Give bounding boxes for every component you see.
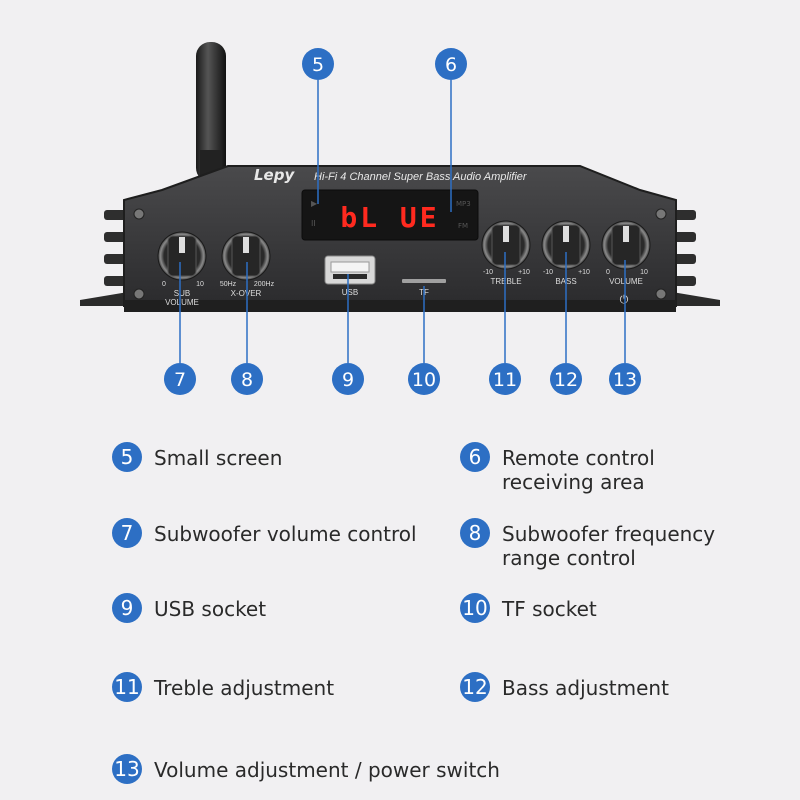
callout-badge-10	[408, 363, 440, 395]
x-over-min-label: 50Hz	[220, 281, 237, 288]
small-screen: ▶ II MP3 FM bL UE	[301, 189, 479, 241]
callout-number-13: 13	[613, 369, 637, 391]
legend-badge: 12	[460, 672, 490, 702]
legend-badge: 10	[460, 593, 490, 623]
treble-min-label: -10	[483, 269, 493, 276]
device-title: Hi-Fi 4 Channel Super Bass Audio Amplifi…	[314, 171, 528, 183]
legend-text: Treble adjustment	[154, 676, 335, 700]
antenna	[196, 42, 226, 184]
legend-badge: 9	[112, 593, 142, 623]
mp3-indicator: MP3	[456, 200, 471, 208]
callout-badge-11	[489, 363, 521, 395]
legend-badge: 8	[460, 518, 490, 548]
legend-item-11: 11 Treble adjustment	[112, 672, 335, 702]
x-over-max-label: 200Hz	[254, 281, 275, 288]
sub-volume-max-label: 10	[196, 281, 204, 288]
sub-volume-knob[interactable]	[157, 231, 207, 281]
callout-group: 5 6 7 8 9 10 11 12 13	[164, 48, 641, 395]
treble-name-label: TREBLE	[490, 277, 521, 286]
volume-min-label: 0	[606, 269, 610, 276]
legend-item-7: 7 Subwoofer volume control	[112, 518, 417, 548]
legend-item-6: 6 Remote control receiving area	[460, 442, 655, 494]
callout-badge-13	[609, 363, 641, 395]
usb-socket[interactable]	[324, 255, 376, 285]
treble-max-label: +10	[518, 269, 530, 276]
legend-text: Subwoofer frequency range control	[502, 522, 716, 570]
display-readout: bL UE	[340, 201, 439, 234]
legend-badge: 5	[112, 442, 142, 472]
x-over-name-label: X-OVER	[231, 289, 262, 298]
sub-volume-name-label: VOLUME	[165, 298, 199, 307]
pause-icon: II	[311, 219, 316, 228]
callout-badge-8	[231, 363, 263, 395]
legend-text: USB socket	[154, 597, 267, 621]
power-icon: ⏻	[620, 293, 629, 306]
callout-number-9: 9	[342, 369, 354, 391]
legend-item-10: 10 TF socket	[460, 593, 597, 623]
volume-knob[interactable]	[601, 220, 651, 270]
legend-text: Remote control receiving area	[502, 446, 655, 494]
legend-badge: 13	[112, 754, 142, 784]
x-over-knob[interactable]	[221, 231, 271, 281]
legend-item-5: 5 Small screen	[112, 442, 283, 472]
sub-volume-min-label: 0	[162, 281, 166, 288]
callout-badge-7	[164, 363, 196, 395]
callout-number-6: 6	[445, 54, 457, 76]
callout-badge-5	[302, 48, 334, 80]
volume-name-label: VOLUME	[609, 277, 643, 286]
volume-max-label: 10	[640, 269, 648, 276]
amplifier-illustration: Lepy Hi-Fi 4 Channel Super Bass Audio Am…	[80, 42, 720, 395]
fm-indicator: FM	[458, 222, 468, 230]
treble-knob[interactable]	[481, 220, 531, 270]
brand-logo: Lepy	[254, 166, 295, 184]
callout-badge-6	[435, 48, 467, 80]
legend-badge: 7	[112, 518, 142, 548]
callout-number-8: 8	[241, 369, 253, 391]
legend-badge: 11	[112, 672, 142, 702]
callout-number-5: 5	[312, 54, 324, 76]
legend-text: TF socket	[502, 597, 597, 621]
callout-badge-9	[332, 363, 364, 395]
legend-badge: 6	[460, 442, 490, 472]
callout-number-11: 11	[493, 369, 517, 391]
callout-number-7: 7	[174, 369, 186, 391]
sub-volume-name-label: SUB	[174, 289, 190, 298]
legend-text: Small screen	[154, 446, 283, 470]
tf-slot[interactable]	[402, 279, 446, 283]
legend-item-12: 12 Bass adjustment	[460, 672, 669, 702]
legend-item-8: 8 Subwoofer frequency range control	[460, 518, 716, 570]
callout-badge-12	[550, 363, 582, 395]
legend-item-9: 9 USB socket	[112, 593, 267, 623]
usb-label: USB	[342, 288, 358, 297]
bass-min-label: -10	[543, 269, 553, 276]
callout-number-10: 10	[412, 369, 436, 391]
legend-text: Subwoofer volume control	[154, 522, 417, 546]
legend-text: Volume adjustment / power switch	[154, 758, 500, 782]
bass-max-label: +10	[578, 269, 590, 276]
play-icon: ▶	[311, 199, 318, 208]
callout-number-12: 12	[554, 369, 578, 391]
legend-item-13: 13 Volume adjustment / power switch	[112, 754, 500, 784]
legend-text: Bass adjustment	[502, 676, 669, 700]
